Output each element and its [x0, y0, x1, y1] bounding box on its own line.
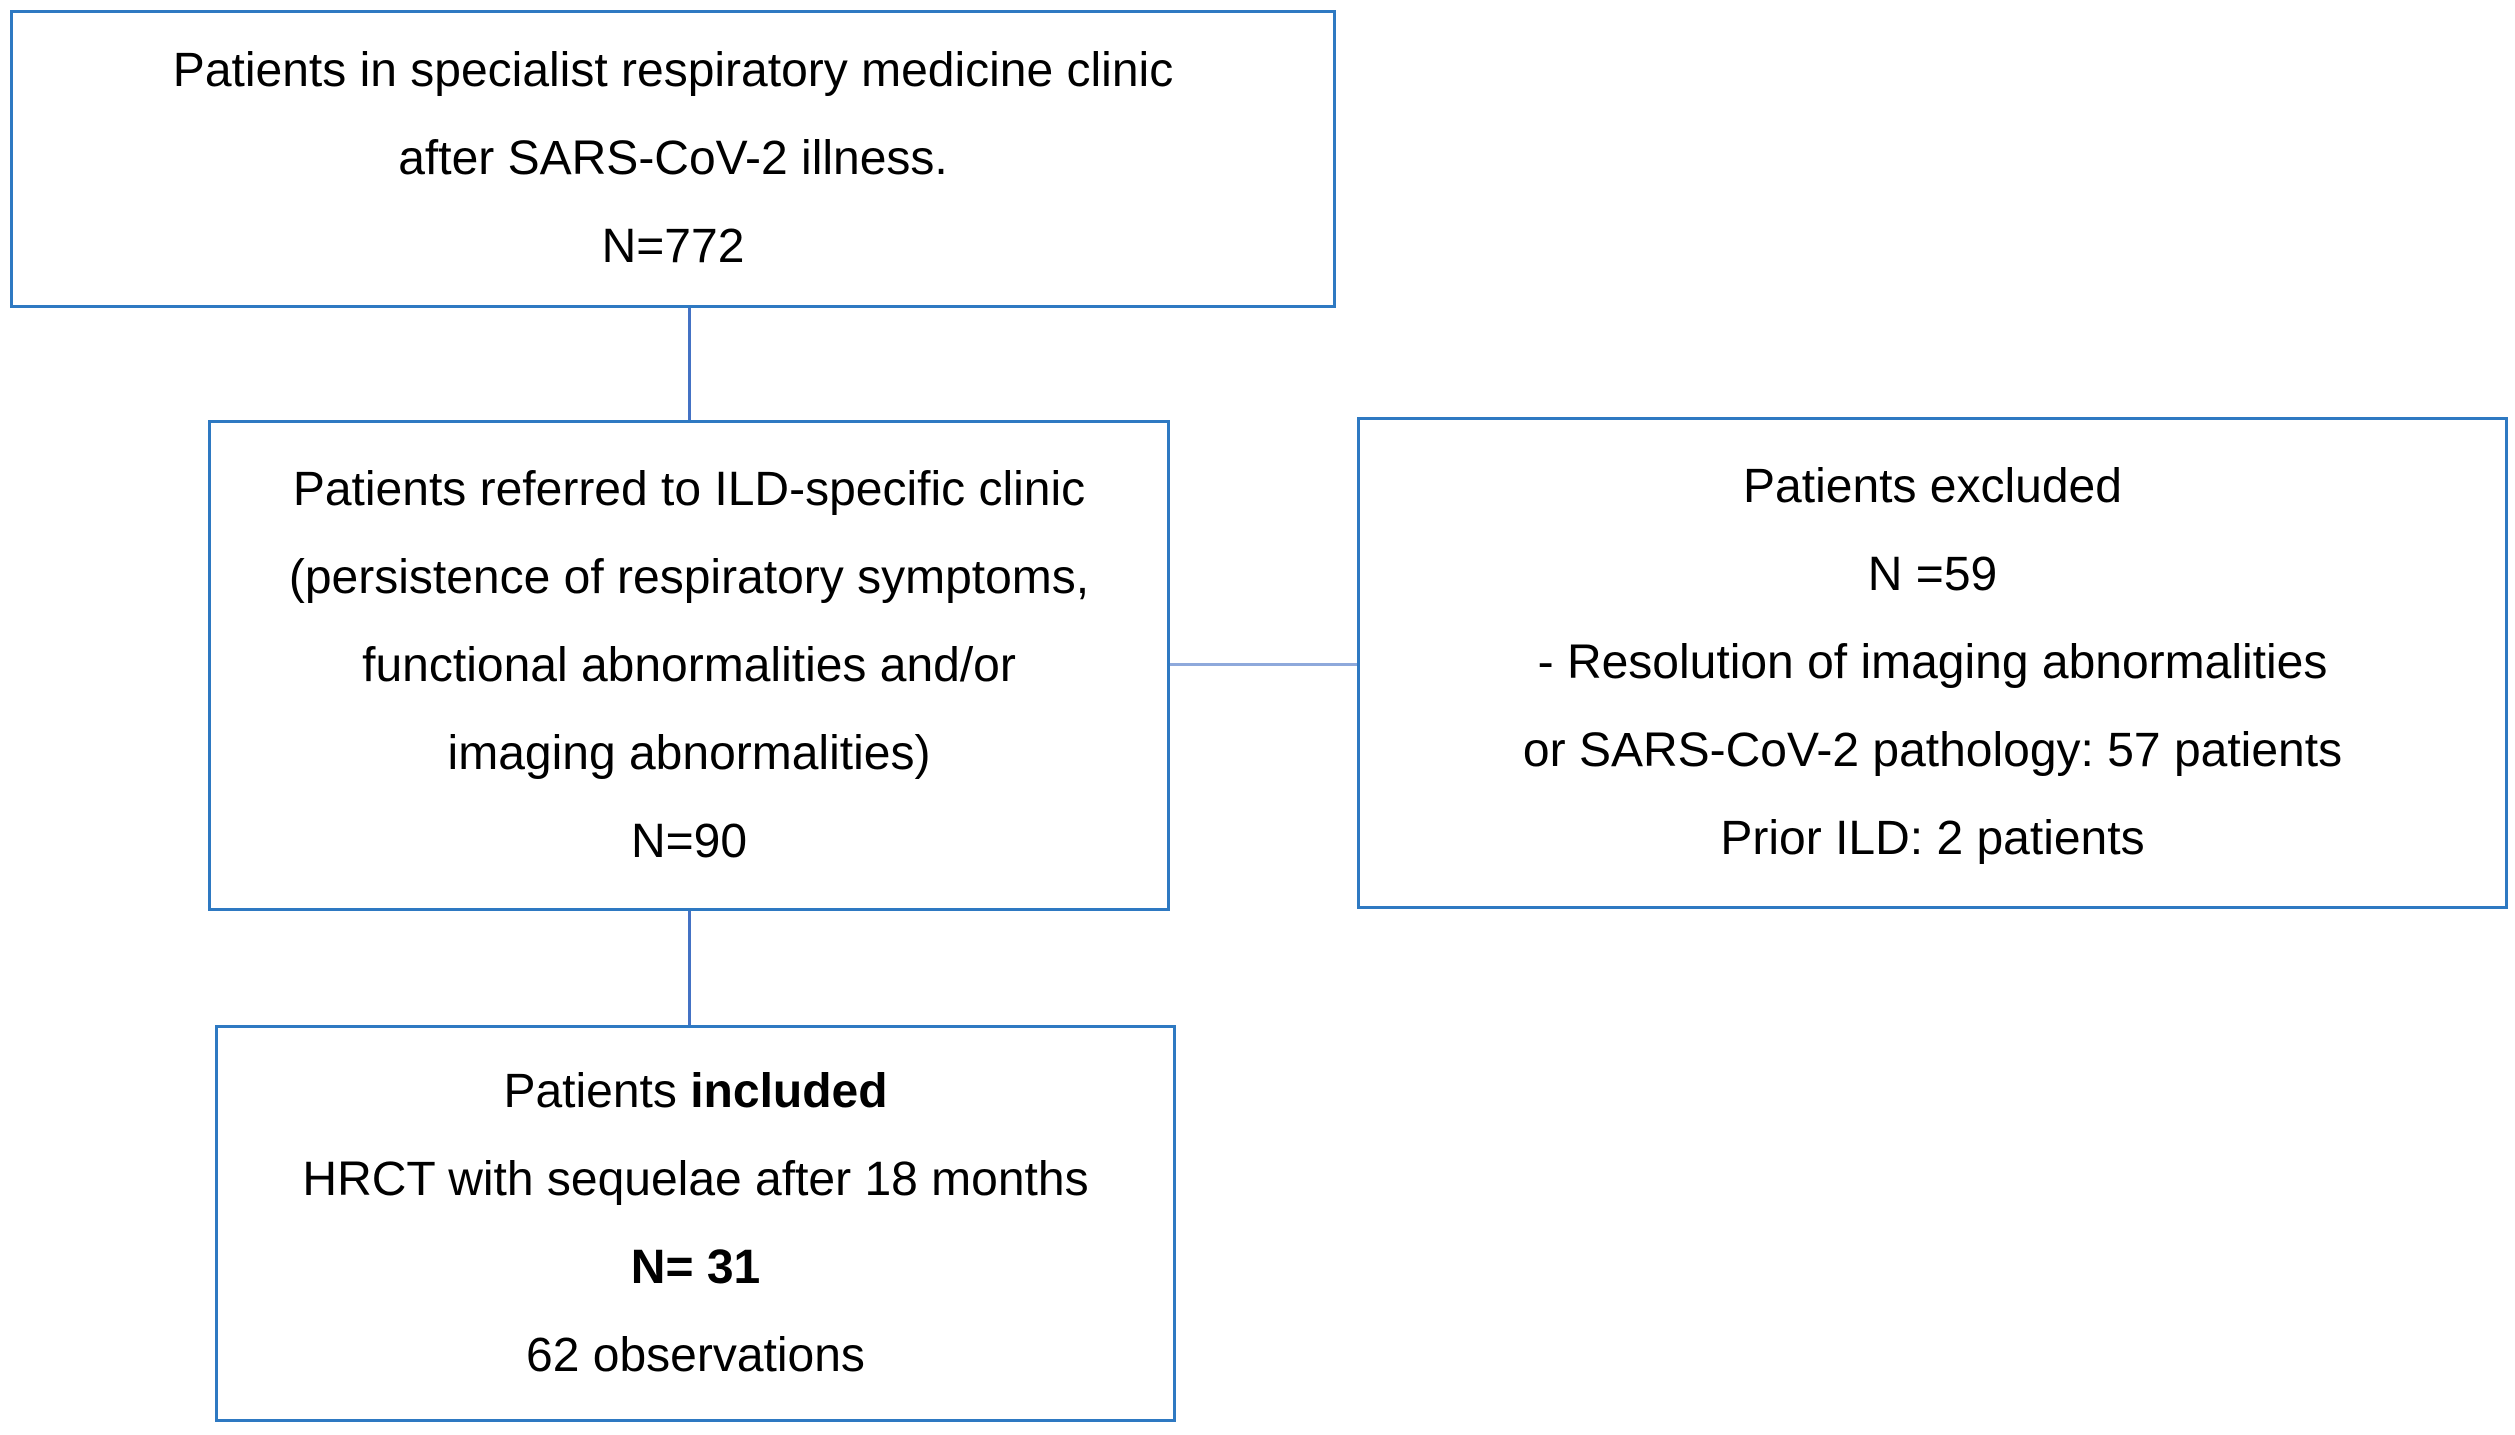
box-specialist-clinic: Patients in specialist respiratory medic…	[10, 10, 1336, 308]
included-line1-bold: included	[690, 1064, 888, 1118]
box-line: or SARS-CoV-2 pathology: 57 patients	[1522, 724, 2343, 777]
box-line: N =59	[1867, 548, 1998, 601]
box-included: Patients included HRCT with sequelae aft…	[215, 1025, 1176, 1422]
connector-referred-to-excluded	[1170, 663, 1357, 666]
box-line: Patients referred to ILD-specific clinic	[292, 462, 1086, 516]
box-line: Patients excluded	[1743, 460, 2122, 513]
box-line: 62 observations	[526, 1328, 865, 1382]
included-line1-prefix: Patients	[503, 1064, 691, 1118]
box-line: Patients in specialist respiratory medic…	[172, 44, 1174, 97]
box-line: - Resolution of imaging abnormalities	[1537, 636, 2328, 689]
box-line: functional abnormalities and/or	[362, 638, 1016, 692]
box-line: imaging abnormalities)	[447, 726, 931, 780]
box-excluded: Patients excluded N =59 - Resolution of …	[1357, 417, 2508, 909]
box-line: Prior ILD: 2 patients	[1720, 812, 2145, 865]
box-line: HRCT with sequelae after 18 months	[302, 1152, 1089, 1206]
box-line: N=90	[630, 814, 748, 868]
box-line: Patients included	[503, 1048, 887, 1136]
box-line: after SARS-CoV-2 illness.	[398, 132, 948, 185]
box-line: N= 31	[630, 1240, 761, 1294]
connector-clinic-to-referred	[688, 308, 691, 420]
box-ild-referred: Patients referred to ILD-specific clinic…	[208, 420, 1170, 911]
connector-referred-to-included	[688, 911, 691, 1025]
box-line: (persistence of respiratory symptoms,	[288, 550, 1090, 604]
box-line: N=772	[601, 220, 745, 273]
